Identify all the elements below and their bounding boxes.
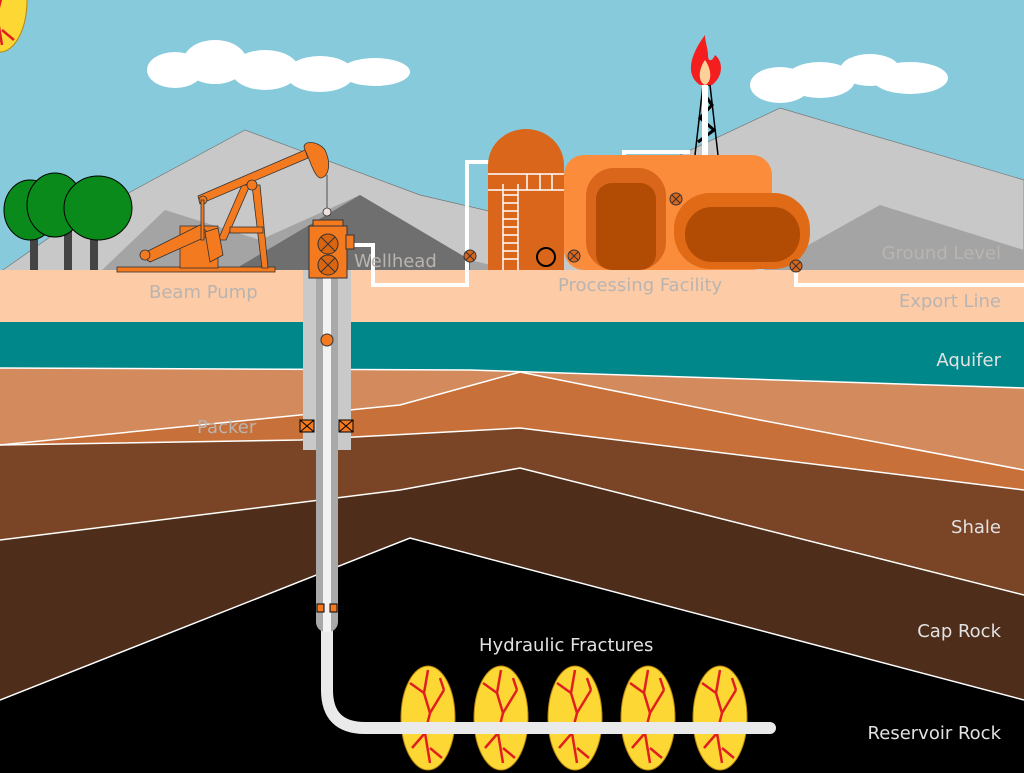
flame-icon [690, 35, 721, 85]
fracture [546, 664, 604, 772]
layer-packer [0, 372, 1024, 490]
label-cap-rock: Cap Rock [917, 621, 1001, 642]
label-processing-facility: Processing Facility [558, 275, 723, 296]
fracture [472, 664, 530, 772]
valves [463, 192, 803, 273]
label-packer: Packer [197, 417, 257, 438]
label-export-line: Export Line [899, 291, 1001, 312]
fracture [399, 664, 457, 772]
fracture [619, 664, 677, 772]
layer-upper [0, 368, 1024, 490]
label-hydraulic-fractures: Hydraulic Fractures [479, 635, 653, 656]
well-bore [299, 270, 776, 734]
trees [3, 172, 133, 272]
shale-layer [0, 468, 1024, 700]
processing-facility [488, 129, 810, 270]
flare-stack [690, 35, 721, 156]
clouds [147, 40, 948, 103]
beam-pump [116, 142, 332, 273]
aquifer-layer [0, 322, 1024, 388]
reservoir-layer [0, 538, 1024, 773]
cloud [147, 40, 410, 92]
fracture [691, 664, 749, 772]
layer-shale-upper [0, 428, 1024, 595]
mountain-dark [230, 195, 470, 272]
ground-surface [0, 270, 1024, 324]
cloud [750, 54, 948, 103]
packer [299, 419, 354, 613]
mountain-right [760, 205, 1024, 272]
wellhead [308, 219, 355, 279]
label-beam-pump: Beam Pump [149, 282, 258, 303]
label-reservoir-rock: Reservoir Rock [868, 723, 1002, 744]
hydraulic-fractures [0, 0, 28, 53]
label-ground-level: Ground Level [882, 243, 1001, 264]
label-wellhead: Wellhead [354, 251, 437, 272]
label-aquifer: Aquifer [936, 350, 1001, 371]
label-shale: Shale [951, 517, 1001, 538]
